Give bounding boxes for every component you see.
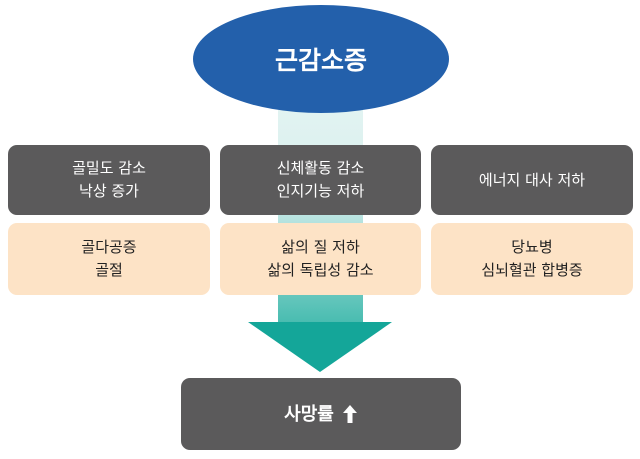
arrow-up-icon (342, 405, 357, 423)
outcome-line: 삶의 질 저하 (281, 238, 360, 256)
ellipse-label: 근감소증 (274, 46, 367, 75)
effect-box-3: 에너지 대사 저하 (431, 145, 633, 215)
outcome-line: 골다공증 (81, 238, 137, 256)
sarcopenia-ellipse: 근감소증 (193, 5, 449, 113)
mortality-box: 사망률 (181, 378, 461, 450)
outcome-line: 골절 (95, 261, 123, 279)
effect-line: 인지기능 저하 (276, 182, 365, 200)
arrow-head (248, 322, 392, 372)
effect-line: 낙상 증가 (79, 182, 139, 200)
effect-line: 신체활동 감소 (276, 159, 365, 177)
outcome-line: 삶의 독립성 감소 (267, 261, 374, 279)
effect-line: 에너지 대사 저하 (478, 170, 586, 189)
outcome-line: 심뇌혈관 합병증 (481, 261, 583, 279)
mortality-label: 사망률 (284, 403, 334, 425)
outcome-line: 당뇨병 (511, 238, 553, 256)
effect-line: 골밀도 감소 (72, 159, 146, 177)
